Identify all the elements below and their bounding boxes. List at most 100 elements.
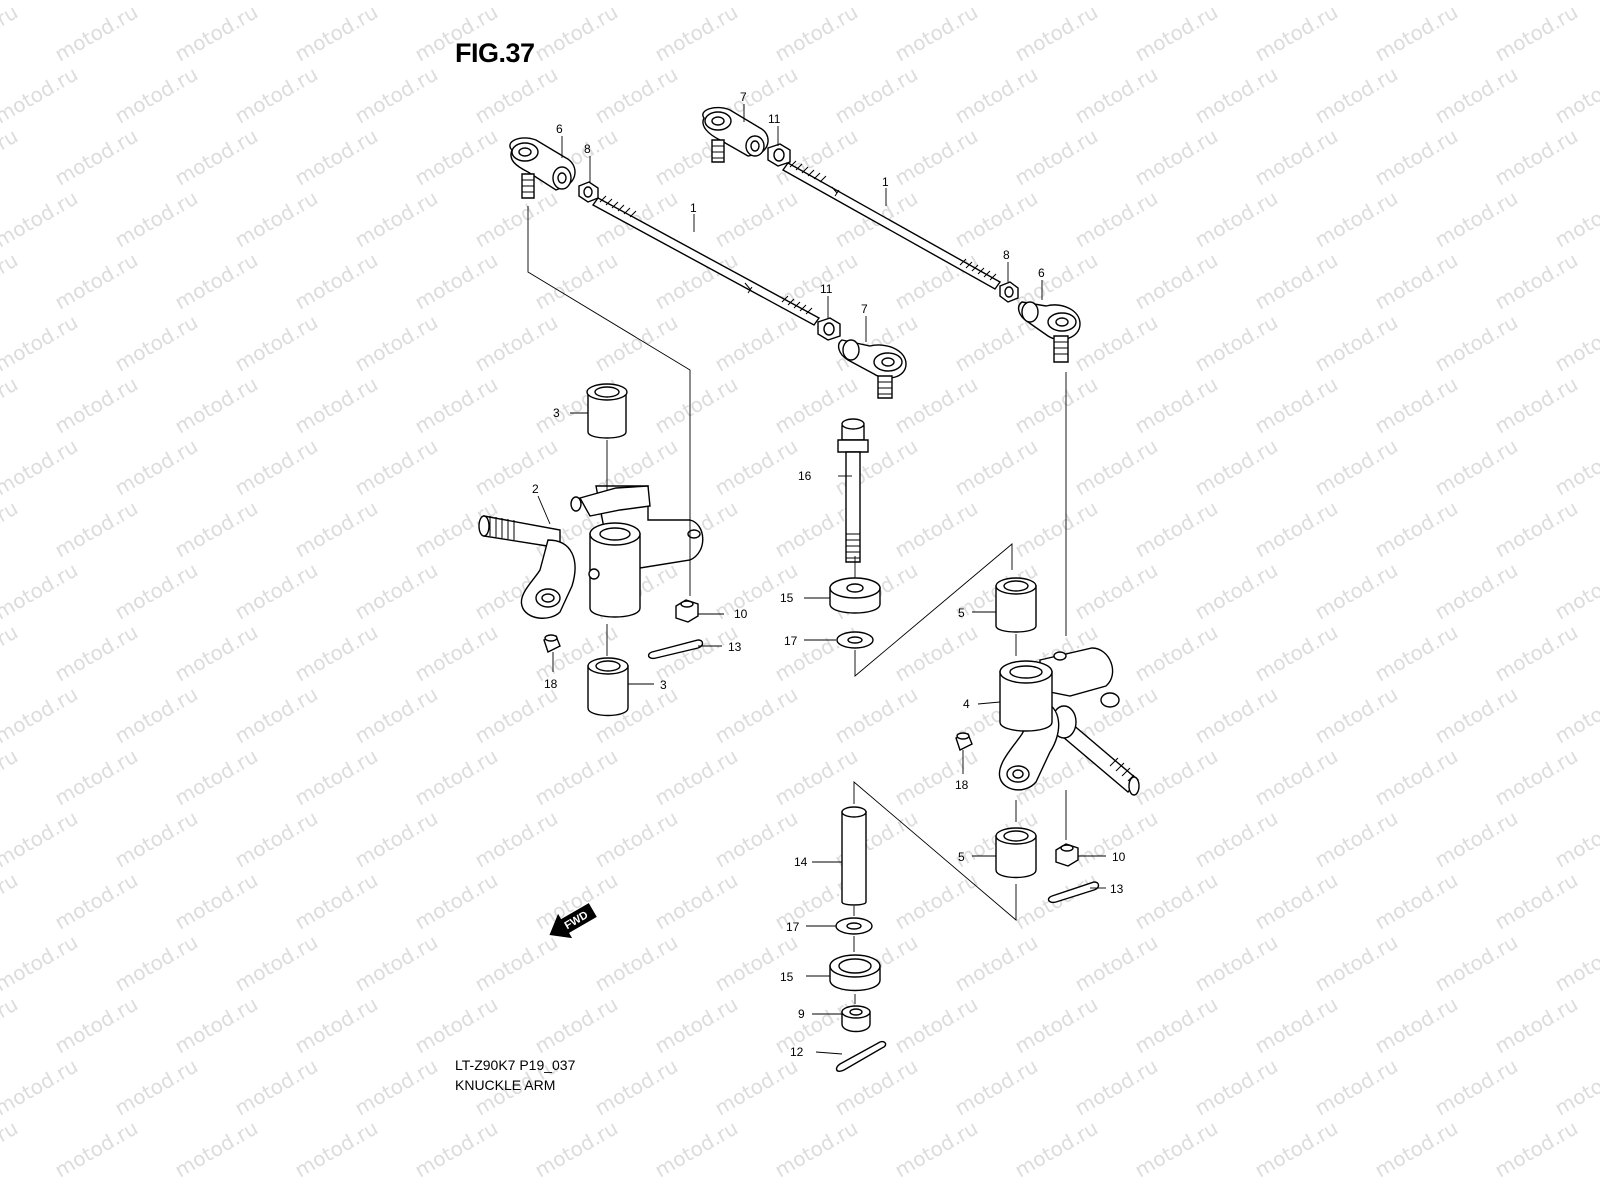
watermark-text: motod.ru	[171, 992, 262, 1059]
watermark-text: motod.ru	[1191, 558, 1282, 625]
rod-end-6-right	[1017, 301, 1081, 363]
watermark-text: motod.ru	[1071, 558, 1162, 625]
watermark-text: motod.ru	[1191, 310, 1282, 377]
watermark-text: motod.ru	[0, 0, 82, 4]
watermark-text: motod.ru	[1251, 1116, 1342, 1183]
watermark-text: motod.ru	[351, 310, 442, 377]
watermark-text: motod.ru	[651, 0, 742, 66]
watermark-text: motod.ru	[231, 434, 322, 501]
watermark-text: motod.ru	[1491, 124, 1582, 191]
watermark-text: motod.ru	[231, 186, 322, 253]
watermark-text: motod.ru	[1431, 62, 1522, 129]
watermark-text: motod.ru	[1131, 620, 1222, 687]
watermark-text: motod.ru	[471, 186, 562, 253]
watermark-text: motod.ru	[1491, 1116, 1582, 1183]
watermark-text: motod.ru	[1431, 310, 1522, 377]
watermark-text: motod.ru	[1371, 620, 1462, 687]
watermark-text: motod.ru	[591, 806, 682, 873]
watermark-text: motod.ru	[111, 434, 202, 501]
watermark-text: motod.ru	[711, 930, 802, 997]
watermark-text: motod.ru	[1131, 0, 1222, 66]
nut-8-left	[578, 181, 599, 203]
bushing-5-upper	[995, 577, 1037, 633]
watermark-text: motod.ru	[1371, 248, 1462, 315]
watermark-text: motod.ru	[1191, 434, 1282, 501]
watermark-text: motod.ru	[411, 620, 502, 687]
watermark-text: motod.ru	[111, 62, 202, 129]
watermark-text: motod.ru	[0, 496, 22, 563]
watermark-text: motod.ru	[0, 868, 22, 935]
watermark-text: motod.ru	[1551, 806, 1600, 873]
watermark-text: motod.ru	[1551, 0, 1600, 4]
watermark-text: motod.ru	[771, 620, 862, 687]
callout-4: 4	[963, 697, 970, 711]
watermark-text: motod.ru	[51, 0, 142, 66]
watermark-text: motod.ru	[171, 0, 262, 66]
watermark-text: motod.ru	[711, 186, 802, 253]
watermark-text: motod.ru	[1131, 992, 1222, 1059]
watermark-text: motod.ru	[171, 620, 262, 687]
watermark-text: motod.ru	[891, 620, 982, 687]
tie-rod-right	[781, 160, 1002, 290]
watermark-text: motod.ru	[471, 930, 562, 997]
watermark-text: motod.ru	[231, 62, 322, 129]
watermark-text: motod.ru	[1131, 496, 1222, 563]
callout-3: 3	[553, 406, 560, 420]
watermark-text: motod.ru	[1011, 992, 1102, 1059]
watermark-text: motod.ru	[771, 744, 862, 811]
watermark-text: motod.ru	[531, 744, 622, 811]
watermark-text: motod.ru	[231, 1054, 322, 1121]
watermark-text: motod.ru	[351, 62, 442, 129]
watermark-text: motod.ru	[111, 806, 202, 873]
callout-16: 16	[798, 469, 812, 483]
watermark-text: motod.ru	[111, 1054, 202, 1121]
callout-10: 10	[1112, 850, 1126, 864]
watermark-text: motod.ru	[1551, 682, 1600, 749]
watermark-text: motod.ru	[231, 930, 322, 997]
watermark-text: motod.ru	[0, 744, 22, 811]
watermark-text: motod.ru	[471, 310, 562, 377]
watermark-text: motod.ru	[711, 806, 802, 873]
watermark-text: motod.ru	[1251, 0, 1342, 66]
callout-1: 1	[882, 175, 889, 189]
callout-10: 10	[734, 607, 748, 621]
callout-2: 2	[532, 482, 539, 496]
watermark-text: motod.ru	[1131, 744, 1222, 811]
watermark-text: motod.ru	[0, 124, 22, 191]
watermark-text: motod.ru	[291, 248, 382, 315]
watermark-text: motod.ru	[1551, 558, 1600, 625]
watermark-text: motod.ru	[0, 434, 82, 501]
watermark-text: motod.ru	[0, 992, 22, 1059]
watermark-text: motod.ru	[1311, 186, 1402, 253]
watermark-text: motod.ru	[351, 434, 442, 501]
watermark-text: motod.ru	[1371, 124, 1462, 191]
callout-13: 13	[728, 640, 742, 654]
watermark-text: motod.ru	[171, 372, 262, 439]
watermark-text: motod.ru	[1251, 868, 1342, 935]
watermark-text: motod.ru	[471, 806, 562, 873]
watermark-text: motod.ru	[111, 930, 202, 997]
watermark-text: motod.ru	[351, 930, 442, 997]
watermark-text: motod.ru	[1431, 558, 1522, 625]
watermark-text: motod.ru	[1551, 1054, 1600, 1121]
watermark-text: motod.ru	[411, 744, 502, 811]
watermark-text: motod.ru	[1491, 0, 1582, 66]
nut-9	[841, 1005, 871, 1033]
callout-17: 17	[784, 634, 798, 648]
watermark-text: motod.ru	[891, 124, 982, 191]
watermark-text: motod.ru	[891, 248, 982, 315]
watermark-text: motod.ru	[891, 372, 982, 439]
watermark-text: motod.ru	[1311, 1054, 1402, 1121]
callout-18: 18	[544, 677, 558, 691]
watermark-text: motod.ru	[1311, 682, 1402, 749]
watermark-text: motod.ru	[1191, 62, 1282, 129]
watermark-text: motod.ru	[51, 992, 142, 1059]
watermark-text: motod.ru	[1191, 186, 1282, 253]
cotter-pin-12	[835, 1040, 887, 1073]
watermark-text: motod.ru	[171, 496, 262, 563]
callout-11: 11	[768, 112, 781, 126]
callout-14: 14	[794, 855, 808, 869]
watermark-text: motod.ru	[1071, 1054, 1162, 1121]
nut-11-upper	[767, 143, 791, 167]
watermark-text: motod.ru	[711, 434, 802, 501]
